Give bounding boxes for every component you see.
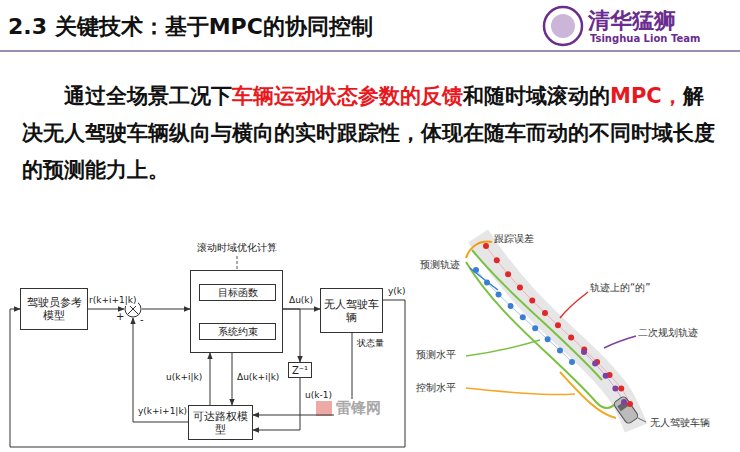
box-label: Z⁻¹ xyxy=(292,364,308,377)
signal-label: u(k-1) xyxy=(304,390,333,401)
trajectory-dot xyxy=(618,385,624,391)
trajectory-dot xyxy=(557,347,563,353)
leader-line xyxy=(466,340,540,356)
trajectory-dot xyxy=(542,310,548,316)
illustration-label: 跟踪误差 xyxy=(494,232,534,246)
logo-text: 清华猛狮 xyxy=(588,6,676,36)
logo-subtext: Tsinghua Lion Team xyxy=(590,33,700,44)
trajectory-dot xyxy=(484,279,490,285)
signal-line xyxy=(210,353,211,405)
trajectory-dot xyxy=(494,257,500,263)
trajectory-dot xyxy=(627,401,633,407)
trajectory-dot xyxy=(520,314,526,320)
trajectory-dot xyxy=(508,303,514,309)
signal-line xyxy=(232,353,233,405)
trajectory-dot xyxy=(612,385,618,391)
signal-label: r(k+i+1|k) xyxy=(88,295,138,306)
signal-label: Δu(k) xyxy=(288,295,314,306)
trajectory xyxy=(486,246,630,404)
process-box: 可达路权模型 xyxy=(188,405,253,440)
process-box: 驾驶员参考模型 xyxy=(20,288,88,330)
leader-line xyxy=(604,336,636,348)
illustration-label: 预测轨迹 xyxy=(420,258,460,272)
body-paragraph: 通过全场景工况下车辆运动状态参数的反馈和随时域滚动的MPC，解决无人驾驶车辆纵向… xyxy=(22,78,722,189)
illustration-label: 控制水平 xyxy=(416,381,456,395)
trajectory-dot xyxy=(603,373,609,379)
box-label: 无人驾驶车辆 xyxy=(324,298,379,324)
trajectory-dot xyxy=(529,297,535,303)
body-text: 通过全场景工况下 xyxy=(64,84,232,108)
process-box: 目标函数 xyxy=(199,284,276,301)
illustration-label: 无人驾驶车辆 xyxy=(650,416,710,430)
signal-line xyxy=(253,378,300,430)
logo-emblem xyxy=(544,7,582,45)
sign-label: - xyxy=(140,315,144,325)
highlight-text: MPC， xyxy=(610,84,683,108)
box-label: 可达路权模型 xyxy=(192,410,249,436)
signal-line xyxy=(88,309,124,310)
signal-label: Δu(k+i|k) xyxy=(236,372,280,383)
trajectory-dot xyxy=(473,267,479,273)
dashed-leader xyxy=(237,256,238,270)
box-label: 系统约束 xyxy=(218,325,258,338)
leader-line xyxy=(466,388,575,395)
road xyxy=(478,236,636,428)
trajectory-dot xyxy=(555,322,561,328)
leader-line xyxy=(470,268,498,290)
highlight-text: 车辆运动状态参数的反馈 xyxy=(232,84,463,108)
tracking-error xyxy=(466,242,492,258)
header-rule xyxy=(0,50,740,52)
trajectory-dot xyxy=(483,243,489,249)
trajectory-dot xyxy=(545,336,551,342)
trajectory-dot xyxy=(532,325,538,331)
optimizer-box: 滚动时域优化计算目标函数系统约束 xyxy=(190,270,283,353)
signal-label: y(k+i+1|k) xyxy=(137,406,188,417)
box-label: 目标函数 xyxy=(218,286,258,299)
signal-line xyxy=(283,309,300,362)
trajectory-dot xyxy=(621,399,627,405)
trajectory-dot xyxy=(592,361,598,367)
trajectory-dot xyxy=(568,334,574,340)
illustration-label: 轨迹上的“的” xyxy=(590,281,650,295)
trajectory-dot xyxy=(517,285,523,291)
process-box: 无人驾驶车辆 xyxy=(320,288,383,333)
trajectory-dot xyxy=(569,359,575,365)
body-text: 和随时域滚动的 xyxy=(463,84,610,108)
signal-line xyxy=(133,318,188,422)
illustration-label: 二次规划轨迹 xyxy=(638,326,698,340)
process-box: Z⁻¹ xyxy=(288,362,312,378)
watermark-logo xyxy=(316,400,332,416)
prediction-horizon xyxy=(472,250,602,380)
vehicle xyxy=(613,395,639,424)
logo-emblem xyxy=(551,14,575,38)
sign-label: + xyxy=(116,312,124,322)
box-label: 驾驶员参考模型 xyxy=(24,296,84,322)
signal-label: 状态量 xyxy=(356,338,385,349)
trajectory-dot xyxy=(581,349,587,355)
leader-line xyxy=(560,292,588,318)
trajectory-dot xyxy=(505,271,511,277)
signal-label: y(k) xyxy=(387,286,407,297)
box-heading: 滚动时域优化计算 xyxy=(197,241,277,254)
watermark: 雷锋网 xyxy=(334,399,383,418)
illustration-label: 预测水平 xyxy=(416,348,456,362)
signal-label: u(k+i|k) xyxy=(165,372,203,383)
leader-line xyxy=(638,418,646,422)
slide-title: 2.3 关键技术：基于MPC的协同控制 xyxy=(8,12,373,42)
process-box: 系统约束 xyxy=(199,323,276,340)
trajectory-dot xyxy=(496,291,502,297)
signal-line xyxy=(142,309,190,310)
